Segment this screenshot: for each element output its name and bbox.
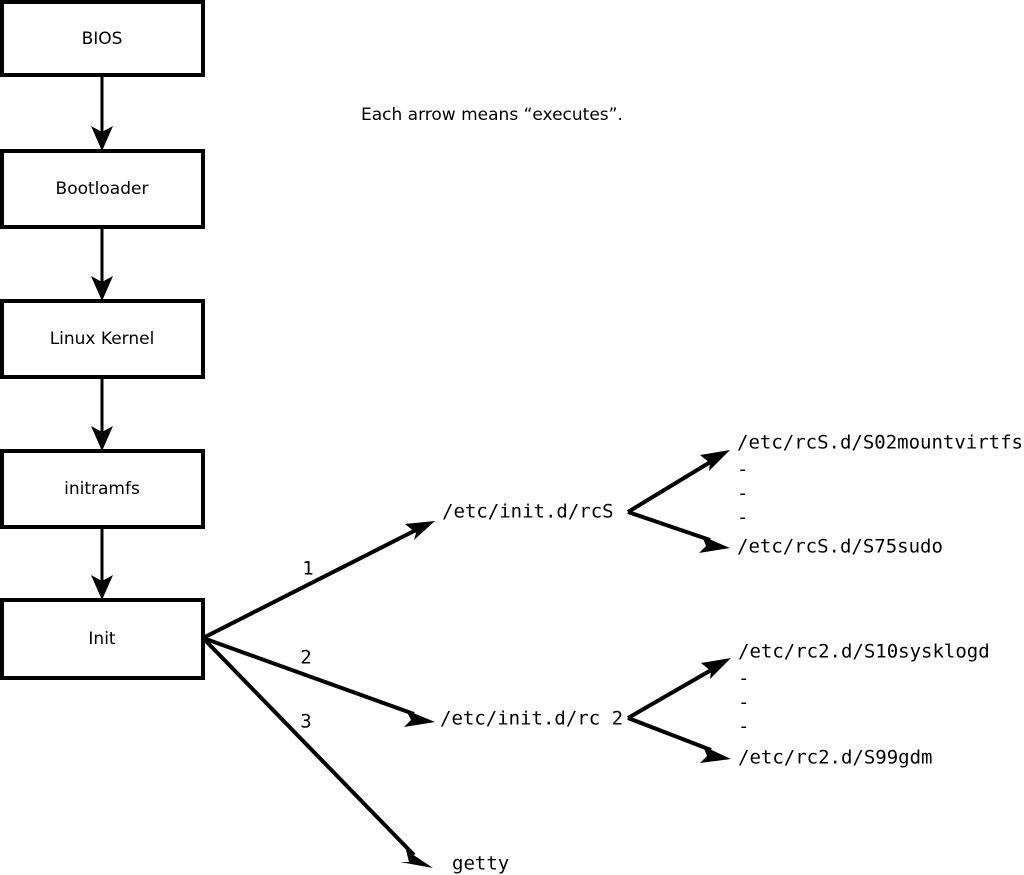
arrow-rcs-to-first-script	[626, 450, 730, 514]
diagram-caption: Each arrow means “executes”.	[361, 105, 623, 125]
rcs-script-first-label: /etc/rcS.d/S02mountvirtfs	[737, 432, 1023, 454]
initramfs-label: initramfs	[64, 479, 140, 499]
rc2-ellipsis-dash-3: -	[738, 716, 749, 738]
bootloader-label: Bootloader	[56, 179, 149, 199]
arrow-initramfs-to-init	[91, 527, 113, 600]
rc2-script-first-label: /etc/rc2.d/S10sysklogd	[738, 641, 990, 663]
arrow-kernel-to-initramfs	[91, 377, 113, 451]
init-box	[0, 598, 205, 680]
arrow-rc2-to-first-script	[627, 658, 731, 720]
arrowhead-icon	[91, 575, 113, 600]
branch-1-target-label: /etc/init.d/rcS	[442, 501, 614, 523]
node-bios: BIOS	[0, 0, 205, 77]
rcs-ellipsis-dash-3: -	[737, 507, 748, 529]
arrow-rcs-to-last-script	[627, 510, 730, 553]
arrowhead-icon	[91, 126, 113, 151]
arrow-bios-to-bootloader	[91, 75, 113, 151]
arrowhead-icon	[404, 710, 435, 727]
branch-2-number: 2	[300, 647, 311, 669]
node-init: Init	[0, 598, 205, 680]
arrow-init-branch-1	[202, 521, 435, 640]
initramfs-box	[0, 449, 205, 529]
rcs-ellipsis-dash-1: -	[737, 459, 748, 481]
rcs-script-last-label: /etc/rcS.d/S75sudo	[737, 536, 943, 558]
arrow-rc2-to-last-script	[627, 716, 731, 763]
arrowhead-icon	[700, 746, 731, 763]
arrow-bootloader-to-kernel	[91, 227, 113, 301]
arrowhead-icon	[400, 850, 433, 868]
arrowhead-icon	[701, 658, 731, 679]
branch-3-number: 3	[300, 711, 311, 733]
arrowhead-icon	[91, 426, 113, 451]
branch-1-number: 1	[302, 558, 313, 580]
node-initramfs: initramfs	[0, 449, 205, 529]
node-linux-kernel: Linux Kernel	[0, 299, 205, 379]
rc2-ellipsis-dash-2: -	[738, 692, 749, 714]
arrow-init-branch-3	[201, 636, 433, 868]
branch-2-target-label: /etc/init.d/rc 2	[440, 708, 623, 730]
init-label: Init	[88, 629, 116, 649]
arrow-init-branch-2	[202, 636, 435, 727]
branch-3-target-label: getty	[452, 853, 509, 875]
node-bootloader: Bootloader	[0, 149, 205, 229]
bios-label: BIOS	[82, 29, 123, 49]
rc2-ellipsis-dash-1: -	[738, 668, 749, 690]
arrowhead-icon	[699, 536, 730, 553]
rcs-ellipsis-dash-2: -	[737, 483, 748, 505]
bios-box	[0, 0, 205, 77]
rc2-script-last-label: /etc/rc2.d/S99gdm	[738, 747, 932, 769]
arrowhead-icon	[91, 276, 113, 301]
arrowhead-icon	[700, 450, 730, 471]
arrowhead-icon	[405, 521, 435, 540]
linux-kernel-label: Linux Kernel	[50, 329, 155, 349]
